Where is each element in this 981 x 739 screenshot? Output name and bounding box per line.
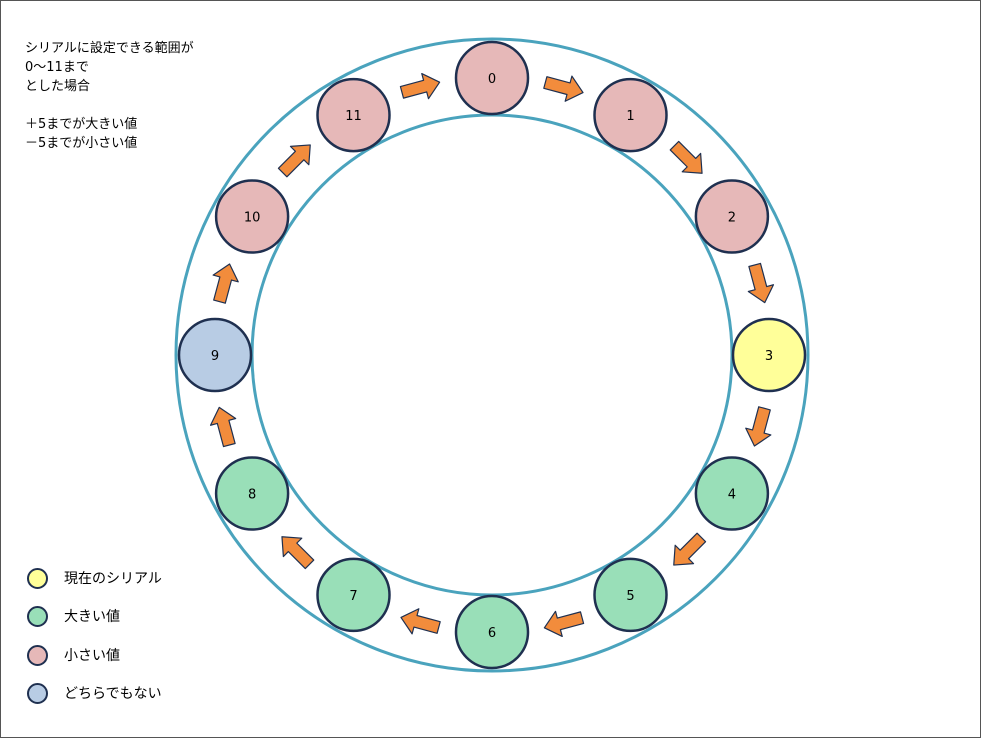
direction-arrow — [281, 536, 315, 570]
serial-node-7: 7 — [316, 557, 391, 633]
legend-item-smaller: 小さい値 — [27, 642, 120, 668]
node-circle — [454, 594, 530, 670]
direction-arrow — [209, 406, 237, 448]
node-circle — [316, 557, 391, 633]
direction-arrow — [543, 75, 584, 102]
node-circle — [454, 40, 530, 116]
node-label: 5 — [626, 589, 634, 604]
direction-arrow — [277, 144, 311, 178]
legend-swatch — [27, 644, 48, 666]
node-label: 11 — [345, 109, 362, 124]
direction-arrow — [212, 263, 239, 304]
node-label: 2 — [728, 211, 736, 226]
serial-node-1: 1 — [593, 77, 668, 153]
legend-swatch — [27, 605, 48, 627]
node-label: 1 — [626, 109, 634, 124]
serial-node-8: 8 — [214, 456, 290, 531]
node-label: 0 — [488, 72, 496, 87]
direction-arrow — [673, 532, 707, 566]
node-label: 7 — [349, 589, 357, 604]
node-circle — [593, 557, 668, 633]
legend-label: 小さい値 — [64, 648, 120, 664]
serial-node-2: 2 — [694, 179, 770, 254]
note-line: とした場合 — [25, 79, 91, 94]
legend-item-current: 現在のシリアル — [27, 565, 162, 591]
direction-arrow — [400, 608, 441, 635]
direction-arrow — [747, 262, 775, 304]
node-label: 10 — [244, 211, 261, 226]
node-circle — [694, 179, 770, 254]
node-label: 8 — [248, 488, 256, 503]
node-circle — [593, 77, 668, 153]
legend-label: 大きい値 — [64, 609, 120, 625]
node-label: 4 — [728, 488, 736, 503]
serial-node-11: 11 — [316, 77, 391, 153]
node-circle — [214, 179, 290, 254]
serial-node-9: 9 — [177, 317, 253, 393]
serial-node-6: 6 — [454, 594, 530, 670]
node-circle — [316, 77, 391, 153]
node-circle — [177, 317, 253, 393]
direction-arrow — [669, 140, 703, 174]
note-line: 0〜11まで — [25, 60, 89, 75]
legend-swatch — [27, 682, 48, 704]
node-circle — [694, 456, 770, 531]
legend-swatch — [27, 567, 48, 589]
note-line: ＋5までが大きい値 — [25, 117, 138, 132]
direction-arrow — [399, 72, 441, 100]
serial-node-3: 3 — [731, 317, 807, 393]
direction-arrow — [543, 610, 585, 638]
direction-arrow — [745, 406, 772, 447]
serial-node-5: 5 — [593, 557, 668, 633]
legend-item-neither: どちらでもない — [27, 680, 162, 706]
node-label: 3 — [765, 349, 773, 364]
node-label: 9 — [211, 349, 219, 364]
serial-node-10: 10 — [214, 179, 290, 254]
note-line: －5までが小さい値 — [25, 136, 138, 151]
node-circle — [214, 456, 290, 531]
outer-ring — [174, 37, 810, 673]
legend-label: どちらでもない — [64, 686, 162, 702]
inner-ring — [250, 113, 734, 597]
explanation-note: シリアルに設定できる範囲が 0〜11までとした場合 ＋5までが大きい値 －5までが小… — [25, 39, 194, 153]
serial-node-0: 0 — [454, 40, 530, 116]
note-line: シリアルに設定できる範囲が — [25, 41, 194, 56]
legend-item-larger: 大きい値 — [27, 603, 120, 629]
serial-node-4: 4 — [694, 456, 770, 531]
node-label: 6 — [488, 626, 496, 641]
legend-label: 現在のシリアル — [64, 571, 162, 587]
node-circle — [731, 317, 807, 393]
